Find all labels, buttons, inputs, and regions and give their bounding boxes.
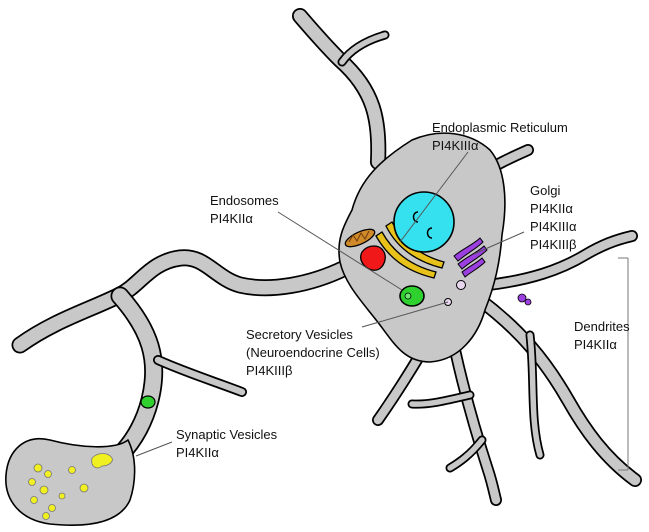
axon-collateral-fill (158, 360, 242, 392)
dendrites-enzyme: PI4KIIα (574, 337, 617, 352)
er-title: Endoplasmic Reticulum (432, 120, 568, 135)
endosomes-title: Endosomes (210, 193, 279, 208)
dendrites-bracket (618, 258, 628, 470)
dendrite-golgi-outpost (518, 294, 531, 305)
synaptic-leader (136, 442, 172, 456)
synaptic-enzyme: PI4KIIα (176, 445, 219, 460)
secretory-enzyme: PI4KIIIβ (246, 363, 293, 378)
axon-terminal (6, 439, 135, 525)
dendrites-title: Dendrites (574, 319, 630, 334)
bottom-dendrite-b-fill (455, 350, 496, 500)
synaptic-title: Synaptic Vesicles (176, 427, 278, 442)
golgi-title: Golgi (530, 183, 560, 198)
neurites (20, 16, 635, 500)
endosome (400, 286, 424, 306)
secretory-subtitle: (Neuroendocrine Cells) (246, 345, 380, 360)
bottom-dendrite-a-fill (378, 355, 420, 420)
golgi-enzyme-1: PI4KIIα (530, 201, 573, 216)
endosomes-enzyme: PI4KIIα (210, 211, 253, 226)
golgi-enzyme-2: PI4KIIIα (530, 219, 577, 234)
nucleus (394, 192, 454, 252)
golgi-enzyme-3: PI4KIIIβ (530, 237, 577, 252)
axon-endosome (141, 396, 155, 408)
er-enzyme: PI4KIIIα (432, 138, 479, 153)
secretory-title: Secretory Vesicles (246, 327, 353, 342)
